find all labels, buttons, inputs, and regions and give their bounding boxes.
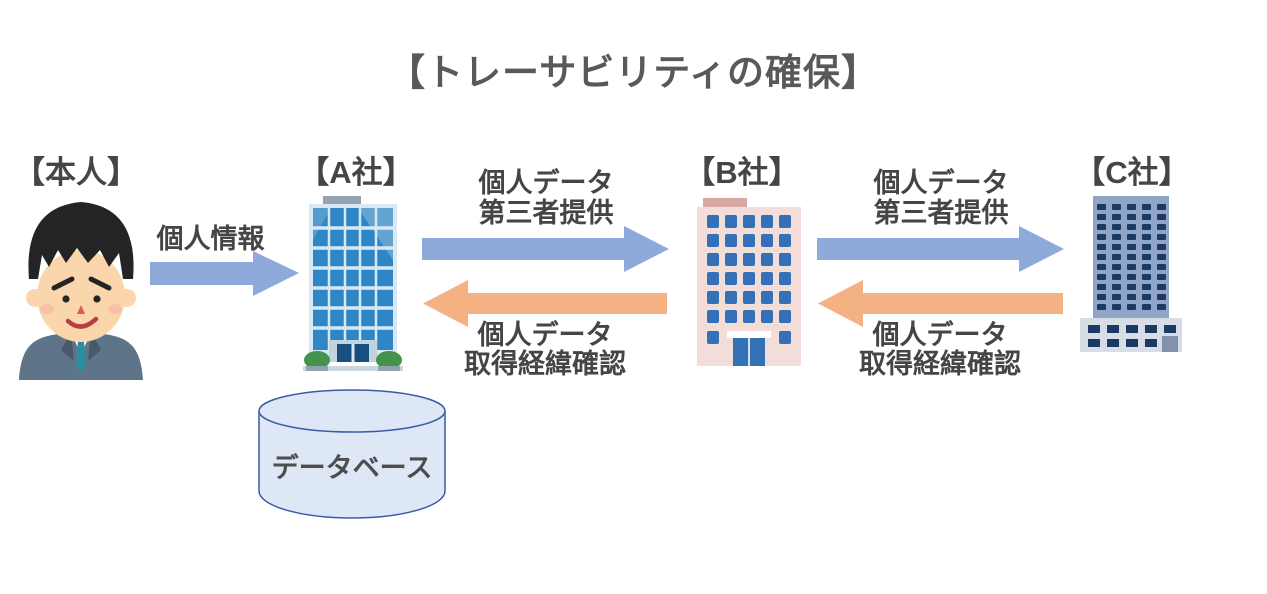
company-c-building-icon <box>1080 196 1182 352</box>
person-icon <box>19 202 143 380</box>
company-a-label: 【A社】 <box>298 155 414 190</box>
company-a-building-icon <box>303 196 403 371</box>
flow-label-line: 個人データ <box>477 320 613 350</box>
arrow-b-to-a-icon <box>423 280 667 327</box>
flow-label-line: 個人データ <box>478 168 614 198</box>
arrow-c-to-b-icon <box>818 280 1063 327</box>
flow-label-a-to-b-forward: 個人データ 第三者提供 <box>422 168 670 228</box>
company-b-label: 【B社】 <box>684 155 800 190</box>
flow-label-line: 個人データ <box>872 320 1008 350</box>
flow-label-line: 取得経緯確認 <box>859 349 1021 379</box>
person-label: 【本人】 <box>14 155 138 190</box>
flow-label-personal-info: 個人情報 <box>156 224 265 254</box>
flow-label-b-to-a-back: 個人データ 取得経緯確認 <box>400 321 690 379</box>
company-b-building-icon <box>697 198 801 366</box>
database-label: データベース <box>271 453 433 483</box>
company-c-label: 【C社】 <box>1074 155 1190 190</box>
flow-label-b-to-c-forward: 個人データ 第三者提供 <box>817 168 1065 228</box>
flow-label-line: 第三者提供 <box>478 198 614 228</box>
arrow-a-to-b-icon <box>422 226 669 272</box>
flow-label-line: 取得経緯確認 <box>464 349 626 379</box>
flow-label-c-to-b-back: 個人データ 取得経緯確認 <box>795 321 1085 379</box>
arrow-b-to-c-icon <box>817 226 1064 272</box>
diagram-title: 【トレーサビリティの確保】 <box>387 52 880 93</box>
flow-label-line: 第三者提供 <box>873 198 1009 228</box>
arrow-person-to-a-icon <box>150 251 299 296</box>
database-icon <box>258 389 446 519</box>
flow-label-line: 個人データ <box>873 168 1009 198</box>
